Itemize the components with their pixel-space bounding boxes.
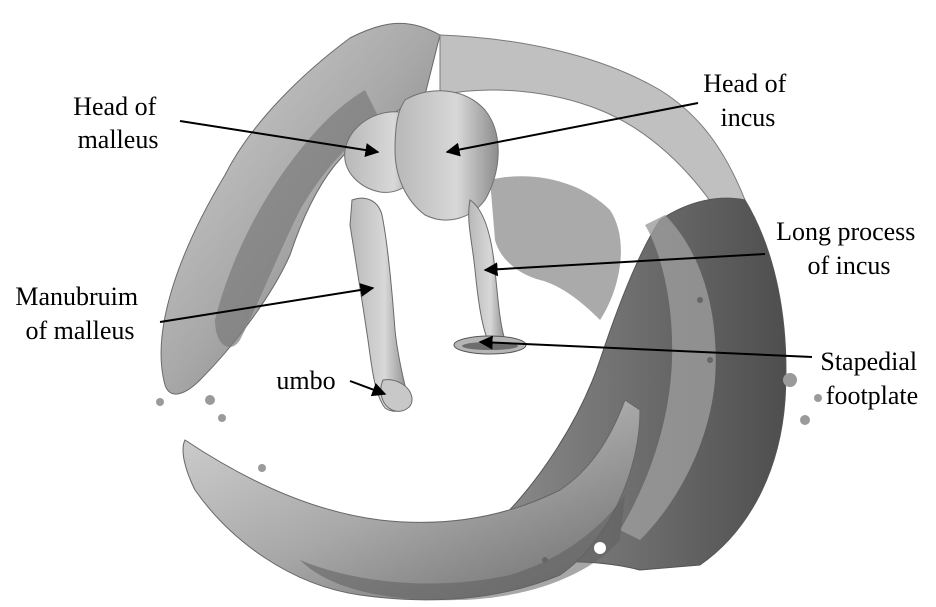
label-umbo: umbo [276,366,335,395]
label-long-process-of-incus: Long process of incus [776,217,922,280]
incus-body [395,91,498,220]
label-manubrium-of-malleus: Manubruim of malleus [15,282,144,345]
label-stapedial-footplate: Stapedial footplate [820,347,923,410]
label-head-of-malleus: Head of malleus [73,92,163,154]
ossicles [345,91,526,412]
label-head-of-incus: Head of incus [703,69,793,132]
inner-cavity-bone [490,176,621,320]
malleus-manubrium [350,198,408,411]
